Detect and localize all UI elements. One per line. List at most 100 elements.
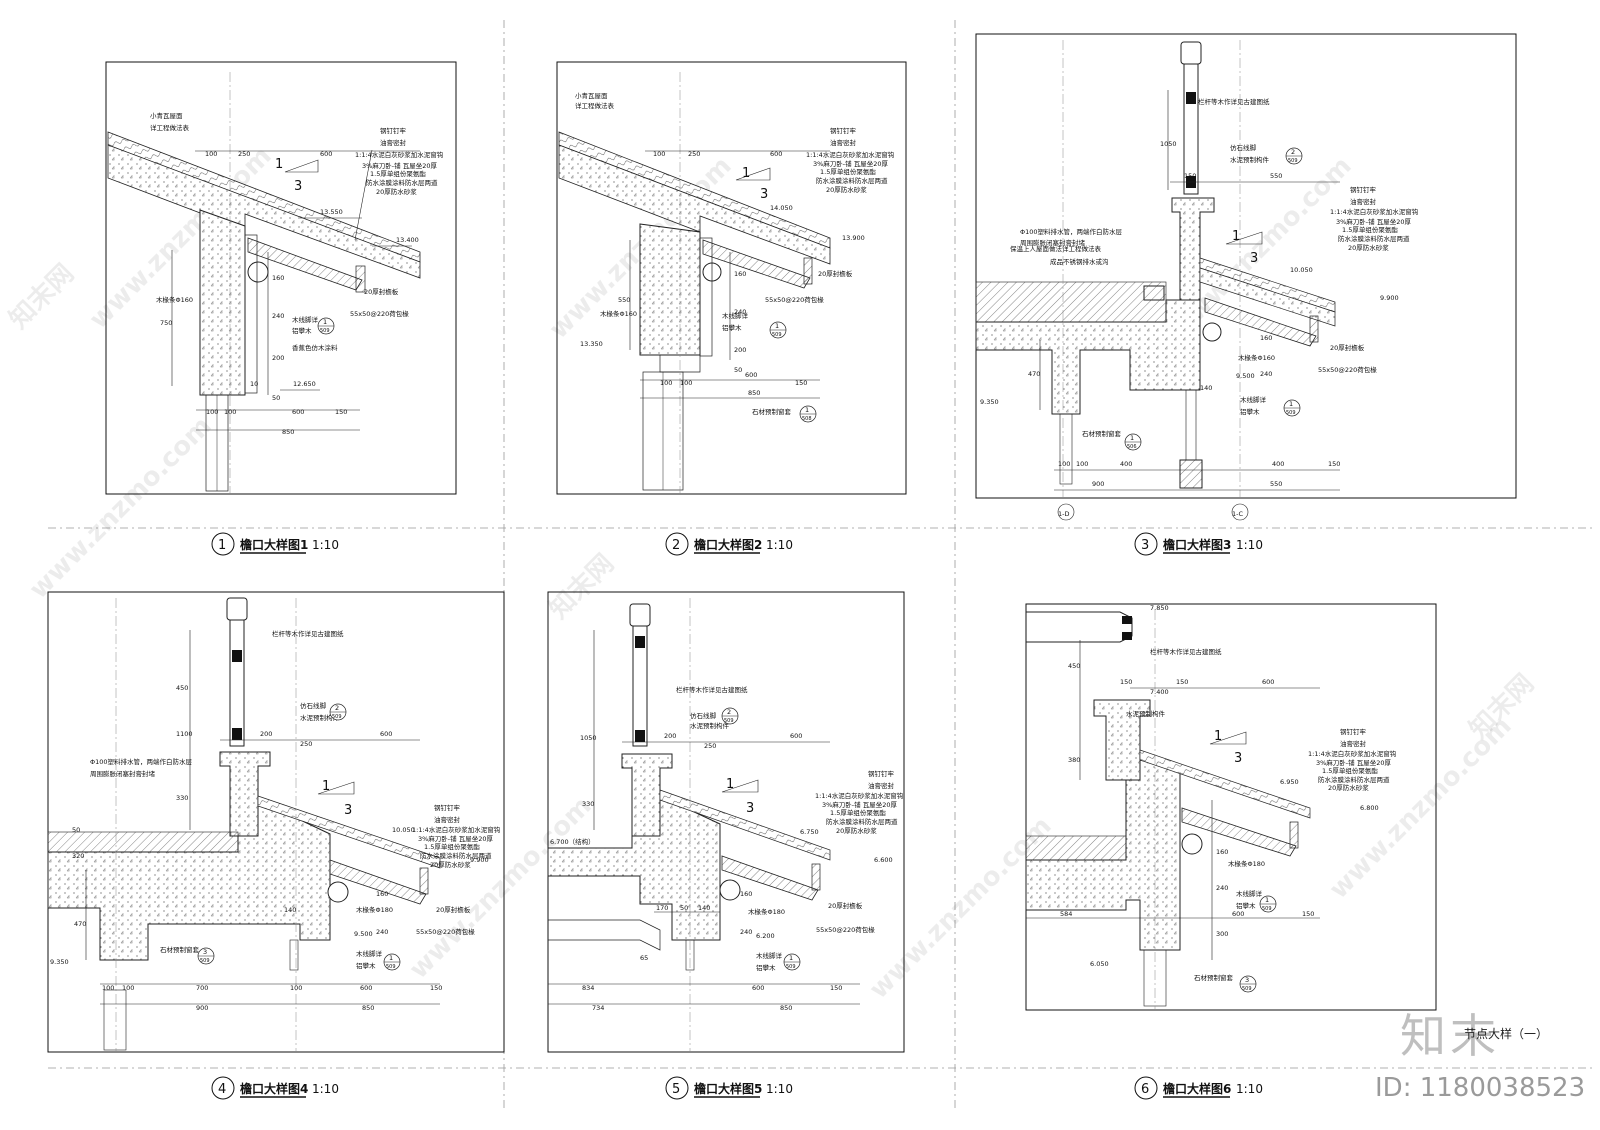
axis-label: 1-D: [1058, 510, 1070, 518]
note-right: 1:1:4水泥白灰砂浆加水泥窗钩: [806, 150, 895, 159]
dim-label: 100: [1076, 460, 1088, 468]
upper-eave: [1026, 611, 1133, 643]
note-right: 20厚防水砂浆: [376, 187, 417, 196]
dim-label: 240: [376, 928, 388, 936]
detail-number-circle: [211, 532, 235, 556]
slope-rise: 1: [275, 157, 283, 172]
detail-title-text: 檐口大样图6: [1163, 1081, 1231, 1096]
rafter: [1181, 807, 1297, 857]
dim-label: 100: [290, 984, 302, 992]
note-right: 3%麻刀卧-铺 瓦屋坐20厚: [1316, 758, 1391, 767]
dim-label: 470: [1028, 370, 1040, 378]
dim-label: 600: [770, 150, 782, 158]
detail-frame: [547, 591, 905, 1053]
note-right: 木线脚详: [722, 311, 749, 320]
note-right: 20厚防水砂浆: [1348, 243, 1389, 252]
fascia-board: [811, 863, 821, 891]
svg-text:509: 509: [786, 964, 796, 970]
note-right: 55x50@220荷包椽: [1318, 365, 1377, 374]
note-right: 木线脚详: [756, 951, 783, 960]
note-right: 1.5厚单组份聚氨酯: [1342, 225, 1398, 234]
dim-label: 100: [680, 379, 692, 387]
dim-label: 150: [335, 408, 347, 416]
note-right: 石材预制窗套: [1194, 973, 1234, 982]
note-left: 栏杆等木作详见古建图纸: [1198, 97, 1270, 106]
dim-label: 140: [698, 904, 710, 912]
baluster: [1183, 63, 1199, 195]
note-right: 20厚防水砂浆: [836, 826, 877, 835]
note-right: 20厚封檐板: [364, 287, 399, 296]
slope-rise: 1: [322, 779, 330, 794]
fascia-board: [355, 265, 366, 293]
brand-logo-text: 知末: [1400, 1009, 1500, 1063]
note-right: 木椽条Φ180: [356, 905, 393, 914]
level-mark: 9.500: [1236, 372, 1255, 380]
level-mark: 6.950: [1280, 778, 1299, 786]
dim-label: 1050: [580, 734, 597, 742]
roof-tiles: [1139, 749, 1311, 819]
dim-label: 550: [1270, 172, 1282, 180]
note-right: 3%麻刀卧-铺 瓦屋坐20厚: [418, 834, 493, 843]
roof-slab: [1199, 267, 1336, 327]
detail-number-circle: [665, 532, 689, 556]
dim-label: 160: [734, 270, 746, 278]
dim-label: 100: [224, 408, 236, 416]
dim-label: 250: [688, 150, 700, 158]
note-left: 周围膨胀闭塞封膏封堵: [90, 769, 156, 778]
purlin: [247, 261, 269, 283]
level-mark: 13.550: [320, 208, 343, 216]
detail-3: 150 550 1050 100 100 400 900 400 550 150…: [975, 33, 1517, 556]
axis-label: 1-C: [1232, 510, 1243, 518]
level-mark: 6.750: [800, 828, 819, 836]
note-right: 1:1:4水泥白灰砂浆加水泥窗钩: [1330, 207, 1419, 216]
dim-label: 850: [362, 1004, 374, 1012]
dim-label: 10: [250, 380, 258, 388]
detail-number: 2: [672, 538, 680, 553]
note-right: 3%麻刀卧-铺 瓦屋坐20厚: [362, 161, 437, 170]
dim-label: 50: [272, 394, 280, 402]
dim-label: 250: [704, 742, 716, 750]
dim-label: 600: [320, 150, 332, 158]
note-right: 3%麻刀卧-铺 瓦屋坐20厚: [813, 159, 888, 168]
note-right: 石材预制窗套: [1082, 429, 1122, 438]
note-right: 20厚封檐板: [1330, 343, 1365, 352]
detail-2: 100 250 600 100 100 600 850 150 550 160 …: [556, 61, 907, 556]
note-left: 水泥预制构件: [1230, 155, 1270, 164]
detail-ref: 1 509: [769, 321, 787, 339]
level-mark: 9.350: [980, 398, 999, 406]
slope-run: 3: [760, 187, 768, 202]
dim-label: 65: [640, 954, 648, 962]
note-right: 55x50@220荷包椽: [416, 927, 475, 936]
svg-text:1: 1: [805, 406, 809, 414]
note-right: 55x50@220荷包椽: [765, 295, 824, 304]
detail-ref: 1 509: [317, 317, 335, 335]
detail-scale: 1:10: [1236, 1082, 1263, 1096]
detail-title-text: 檐口大样图4: [240, 1081, 308, 1096]
dim-label: 240: [1260, 370, 1272, 378]
roof-tiles: [257, 795, 441, 869]
dim-label: 380: [1068, 756, 1080, 764]
dim-label: 240: [740, 928, 752, 936]
note-left: 详工程做法表: [575, 101, 615, 110]
beam-section: [199, 209, 246, 396]
dim-label: 140: [284, 906, 296, 914]
note-right: 3%麻刀卧-铺 瓦屋坐20厚: [822, 800, 897, 809]
detail-number: 6: [1141, 1082, 1149, 1097]
detail-ref: 1 508: [799, 405, 817, 423]
note-right: 防水涂膜涂料防水层两道: [1318, 775, 1390, 784]
detail-ref: 1 509: [1283, 399, 1301, 417]
dim-label: 100: [102, 984, 114, 992]
note-right: 20厚防水砂浆: [826, 185, 867, 194]
detail-title-text: 檐口大样图3: [1163, 537, 1231, 552]
slope-rise: 1: [1214, 729, 1222, 744]
window-head: [659, 354, 701, 373]
note-right: 钢钉钉牢: [1350, 185, 1377, 194]
svg-text:509: 509: [1288, 158, 1298, 164]
dim-label: 400: [1272, 460, 1284, 468]
note-right: 油膏密封: [868, 781, 895, 790]
svg-text:509: 509: [320, 328, 330, 334]
eave-soffit: [548, 919, 661, 951]
note-right: 油膏密封: [434, 815, 461, 824]
level-mark: 9.900: [470, 856, 489, 864]
dim-label: 150: [1184, 172, 1196, 180]
